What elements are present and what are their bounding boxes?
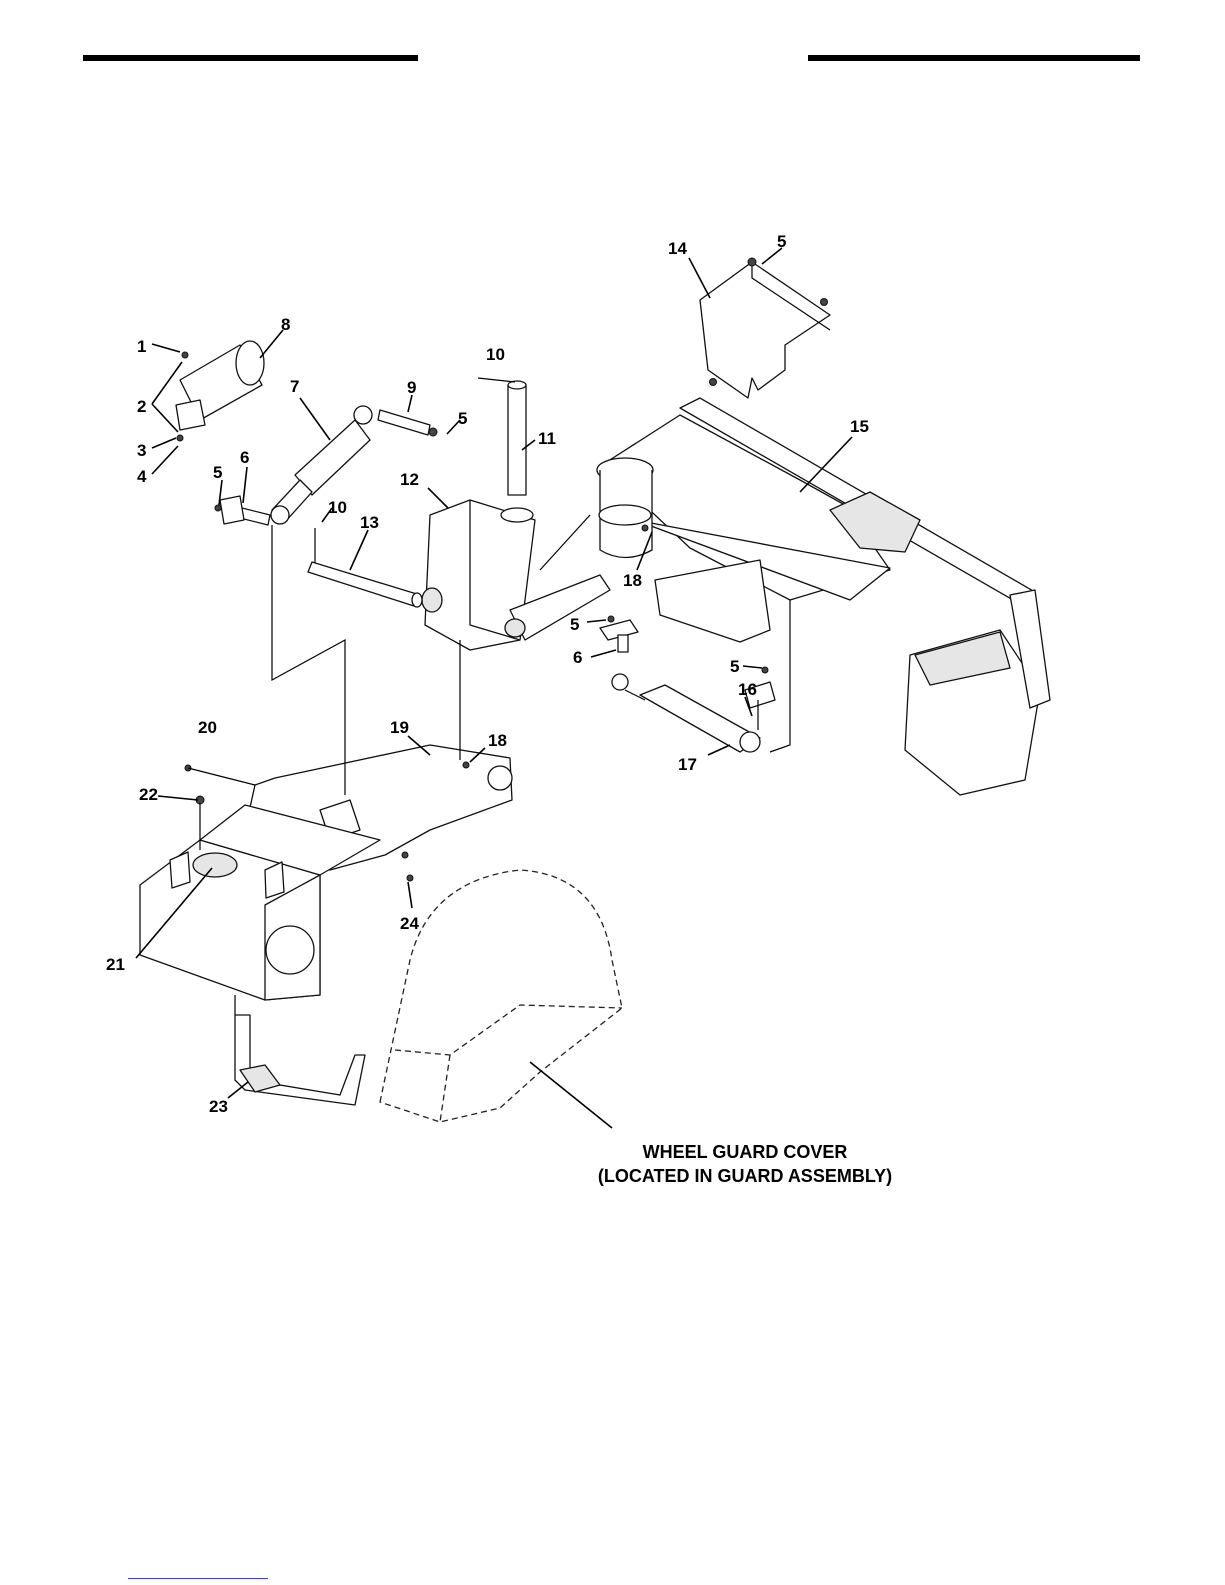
part-10-cotter-pin-top [478, 378, 515, 382]
callout-5-top: 5 [777, 232, 786, 251]
fastener-24b [407, 875, 413, 881]
callout-13: 13 [360, 513, 379, 532]
part-12-pivot-bracket [422, 500, 610, 650]
callout-18-upper: 18 [623, 571, 642, 590]
part-6-pin-lower [600, 620, 638, 652]
callout-5-upper: 5 [458, 409, 467, 428]
callout-19: 19 [390, 718, 409, 737]
part-15-main-frame [597, 398, 1050, 795]
callout-9: 9 [407, 378, 416, 397]
part-8-cylinder-body [176, 341, 264, 441]
callout-22: 22 [139, 785, 158, 804]
callout-12: 12 [400, 470, 419, 489]
part-6-pin-left [220, 496, 270, 525]
fastener-5-d [762, 667, 768, 673]
callout-10-left: 10 [328, 498, 347, 517]
callout-8: 8 [281, 315, 290, 334]
callout-14: 14 [668, 239, 687, 258]
connector-line-1 [272, 525, 345, 795]
callout-15: 15 [850, 417, 869, 436]
callout-2: 2 [137, 397, 146, 416]
wheel-guard-cover-outline [380, 870, 622, 1122]
caption-line-1: WHEEL GUARD COVER [560, 1140, 930, 1164]
part-21-wheel-housing [140, 805, 380, 1000]
callout-24: 24 [400, 914, 419, 933]
callout-16: 16 [738, 680, 757, 699]
callout-6-lower: 6 [573, 648, 582, 667]
part-14-cover-plate [700, 258, 830, 398]
callout-1: 1 [137, 337, 146, 356]
callout-18-lower: 18 [488, 731, 507, 750]
callout-23: 23 [209, 1097, 228, 1116]
callout-20: 20 [198, 718, 217, 737]
part-23-bracket [235, 995, 365, 1105]
callout-5-left: 5 [213, 463, 222, 482]
callout-3: 3 [137, 441, 146, 460]
callout-11: 11 [538, 429, 556, 448]
footer-link-underline[interactable] [128, 1578, 268, 1579]
callout-4: 4 [137, 467, 147, 486]
callout-5-lower: 5 [570, 615, 579, 634]
fastener-18-lower [463, 762, 469, 768]
callout-6-left: 6 [240, 448, 249, 467]
callout-5-right: 5 [730, 657, 739, 676]
part-11-pin [508, 381, 526, 495]
fastener-18-upper [642, 525, 648, 531]
fastener-24a [402, 852, 408, 858]
part-7-hydraulic-cylinder [271, 406, 372, 524]
callout-17: 17 [678, 755, 697, 774]
part-13-long-pin [308, 562, 422, 607]
callout-21: 21 [106, 955, 125, 974]
callout-7: 7 [290, 377, 299, 396]
fastener-5-c [608, 616, 614, 622]
fastener-5-a [215, 505, 221, 511]
wheel-guard-caption: WHEEL GUARD COVER (LOCATED IN GUARD ASSE… [560, 1140, 930, 1188]
part-9-pin [378, 410, 437, 436]
callout-10-top: 10 [486, 345, 505, 364]
caption-line-2: (LOCATED IN GUARD ASSEMBLY) [560, 1164, 930, 1188]
